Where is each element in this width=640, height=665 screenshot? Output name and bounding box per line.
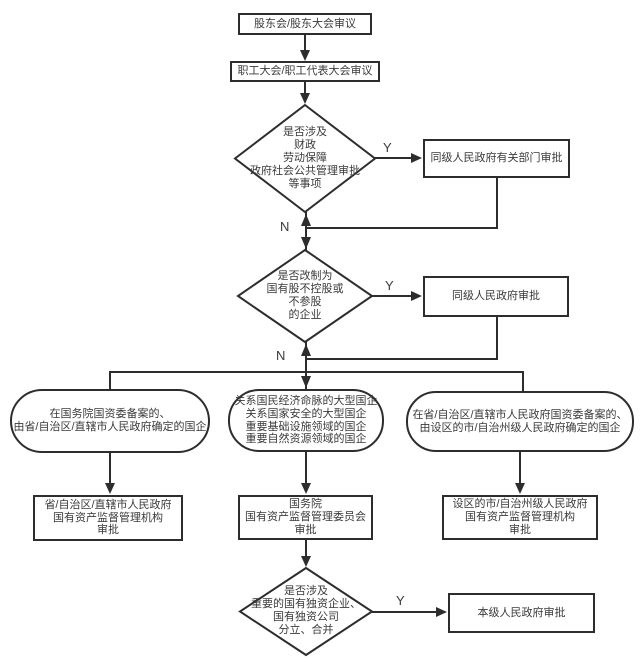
node-workers-congress: 职工大会/职工代表大会审议 [230,61,380,82]
node-decision2-label: 是否改制为 国有股不控股或 不参股 的企业 [266,270,344,321]
node-approver-middle: 国务院 国有资产监督管理委员会 审批 [238,495,373,540]
edge-lines [109,35,524,613]
node-same-level-gov-approval: 同级人民政府审批 [423,276,569,317]
node-case-right: 在省/自治区/直辖市人民政府国资委备案的、 由设区的市/自治州级人民政府确定的国… [406,391,634,452]
node-decision3-label: 是否涉及 重要的国有独资企业、 国有独资公司 分立、合并 [251,585,361,636]
node-dept-approval: 同级人民政府有关部门审批 [423,139,570,178]
node-approver-left: 省/自治区/直辖市人民政府 国有资产监督管理机构 审批 [33,495,183,541]
arrowhead-right [411,291,422,301]
arrowhead-up [301,344,311,356]
arrowhead-down [105,483,115,494]
edge-label-decision1-no: N [280,219,290,234]
arrowhead-up [301,214,311,226]
decision3-diamond [238,566,374,657]
node-approver-right: 设区的市/自治州级人民政府 国有资产监督管理机构 审批 [442,495,598,540]
arrowhead-down [301,483,311,494]
arrowhead-right [411,153,422,163]
arrowhead-down [300,93,310,104]
decision1-diamond [233,103,377,214]
node-local-gov-approval: 本级人民政府审批 [448,593,595,633]
decision-shapes [233,103,377,657]
arrowhead-down [301,376,311,388]
edge-label-decision1-yes: Y [383,140,392,155]
arrowhead-down [301,556,311,567]
arrowhead-down [301,237,311,249]
decision2-diamond [236,248,374,344]
arrowhead-right [436,607,447,617]
edge-label-decision2-yes: Y [385,278,394,293]
edge-label-decision2-no: N [276,348,286,363]
arrowhead-down [300,50,310,61]
arrowheads [105,50,525,617]
edge-branch-split [109,371,524,391]
node-shareholders-meeting: 股东会/股东大会审议 [238,13,372,35]
node-decision1-label: 是否涉及 财政 劳动保障 政府社会公共管理审批 等事项 [250,126,360,190]
node-case-left: 在国务院国资委备案的、 由省/自治区/直辖市人民政府确定的国企 [10,389,210,453]
node-case-middle: 关系国民经济命脉的大型国企 关系国家安全的大型国企 重要基础设施领域的国企 重要… [228,389,384,452]
edge-deptapproval-return [306,178,498,229]
arrowhead-down [515,483,525,494]
edge-label-decision3-yes: Y [396,593,405,608]
edge-samelevel-return [306,317,498,360]
